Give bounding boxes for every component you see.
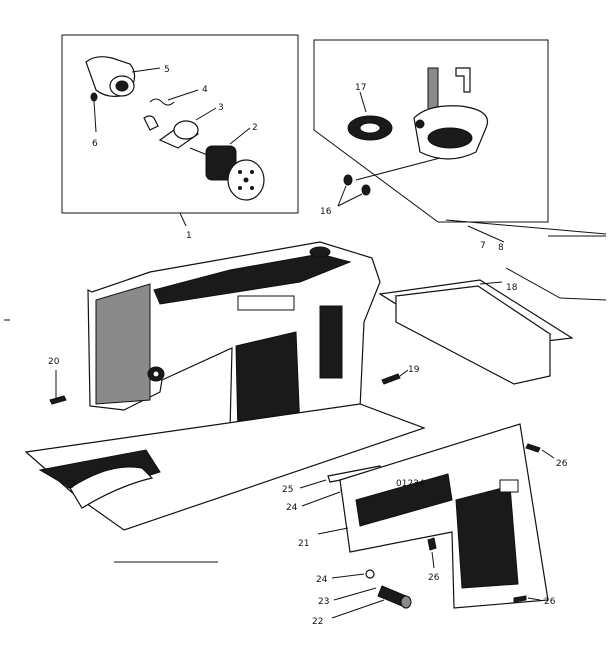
part-6-screw <box>90 92 98 102</box>
panel-scale-text: 01234 <box>396 479 425 489</box>
part-3-hook-bracket <box>143 115 199 149</box>
callout-21: 21 <box>298 539 309 549</box>
part-16-screws <box>343 174 371 196</box>
callout-24-lower: 24 <box>316 575 328 585</box>
callout-20: 20 <box>48 357 60 367</box>
part-22-knob: 23 22 <box>312 585 412 627</box>
callout-5: 5 <box>164 65 170 75</box>
callout-16: 16 <box>320 207 332 217</box>
callout-19: 19 <box>408 365 420 375</box>
callout-18: 18 <box>506 283 518 293</box>
part-20-screw: 20 <box>48 357 67 405</box>
callout-26-bottom: 26 <box>544 597 556 607</box>
callout-22: 22 <box>312 617 323 627</box>
part-5-bobbin-case <box>85 56 136 97</box>
part-19-screw: 19 <box>381 365 420 385</box>
inset-box-assembly-1: 5 4 3 2 6 1 <box>61 34 299 241</box>
callout-3: 3 <box>218 103 224 113</box>
callout-1: 1 <box>186 231 192 241</box>
callout-25: 25 <box>282 485 293 495</box>
callout-17: 17 <box>355 83 366 93</box>
callout-7: 7 <box>480 241 486 251</box>
callout-4: 4 <box>202 85 208 95</box>
part-18-accessory-tray: 18 <box>378 279 574 385</box>
callout-2: 2 <box>252 123 258 133</box>
inset-box-assembly-7: 17 16 <box>313 39 549 223</box>
part-17-washer <box>347 115 393 141</box>
part-2-knob <box>189 145 265 201</box>
part-21-face-plate: 01234 21 <box>298 423 549 609</box>
callout-24-upper: 24 <box>286 503 298 513</box>
feed-dog-assembly <box>413 67 488 160</box>
callout-6: 6 <box>92 139 98 149</box>
machine-base-casting <box>87 241 381 439</box>
callout-8: 8 <box>498 243 504 253</box>
part-24-washer-lower: 24 <box>316 569 375 585</box>
part-4-spring <box>149 98 175 106</box>
callout-26-top: 26 <box>556 459 568 469</box>
bed-plate <box>24 403 426 531</box>
part-24-washer-upper: 24 <box>286 486 348 513</box>
callout-26-middle: 26 <box>428 573 440 583</box>
callout-23: 23 <box>318 597 329 607</box>
part-26-screws: 26 26 26 <box>427 443 568 607</box>
